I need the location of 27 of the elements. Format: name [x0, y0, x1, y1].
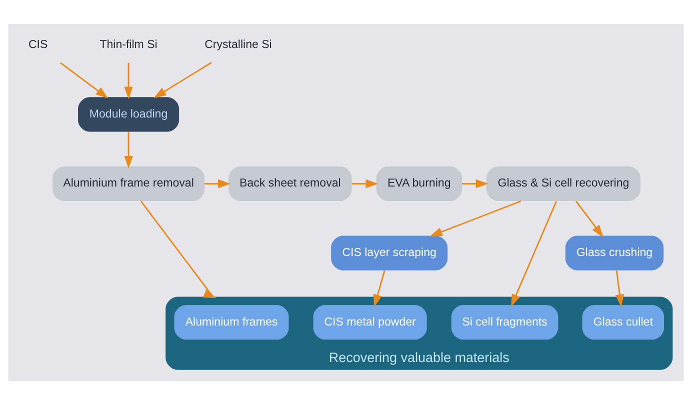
node-box: CIS metal powder [313, 304, 427, 340]
node-box: Glass crushing [565, 236, 664, 270]
node-text: Thin-film Si [100, 39, 158, 52]
node-box: Glass cullet [582, 304, 664, 340]
arrow [430, 200, 522, 236]
arrow [352, 179, 378, 188]
arrow [511, 200, 558, 307]
node-box: Aluminium frame removal [52, 166, 205, 202]
arrow [154, 62, 212, 98]
arrow [462, 179, 488, 188]
node-box: Si cell fragments [451, 304, 558, 340]
node-text: CIS [28, 39, 48, 52]
node-text: Crystalline Si [204, 39, 272, 52]
node-box: CIS layer scraping [331, 236, 448, 270]
node-box: Glass & Si cell recovering [486, 166, 640, 202]
node-box: Module loading [78, 97, 180, 132]
arrow [204, 179, 231, 188]
arrow [576, 200, 604, 238]
node-box: EVA burning [376, 166, 462, 202]
arrow [60, 62, 108, 98]
arrow [124, 62, 133, 100]
node-box: Aluminium frames [174, 304, 289, 340]
arrow [373, 270, 386, 307]
arrow [615, 270, 624, 308]
arrow [124, 132, 133, 168]
arrow [140, 200, 216, 298]
node-box: Back sheet removal [228, 166, 352, 202]
